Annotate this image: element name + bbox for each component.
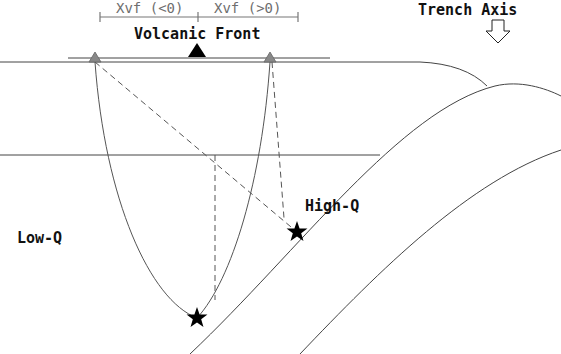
earthquake-star xyxy=(187,221,308,327)
volcano-symbol xyxy=(188,43,206,57)
station-symbol xyxy=(89,52,101,62)
feature-label: Volcanic Front xyxy=(134,26,260,43)
trench-arrow xyxy=(486,20,510,43)
axis-label: Xvf (>0) xyxy=(214,1,281,16)
volcanic-front-band xyxy=(68,58,330,59)
region-label: Low-Q xyxy=(17,230,62,247)
feature-label: Trench Axis xyxy=(418,2,517,19)
axis-label: Xvf (<0) xyxy=(116,1,183,16)
ray-dashed xyxy=(95,62,297,232)
region-label: High-Q xyxy=(305,198,359,215)
moho-line xyxy=(0,155,380,156)
projection-dashed xyxy=(215,155,216,300)
ray-path xyxy=(95,62,197,318)
surface-line xyxy=(0,62,487,86)
station-symbol xyxy=(264,52,276,62)
ray-dashed xyxy=(272,62,284,218)
ray-path xyxy=(197,62,270,318)
slab-bottom xyxy=(300,150,561,354)
slab-top xyxy=(190,84,561,354)
